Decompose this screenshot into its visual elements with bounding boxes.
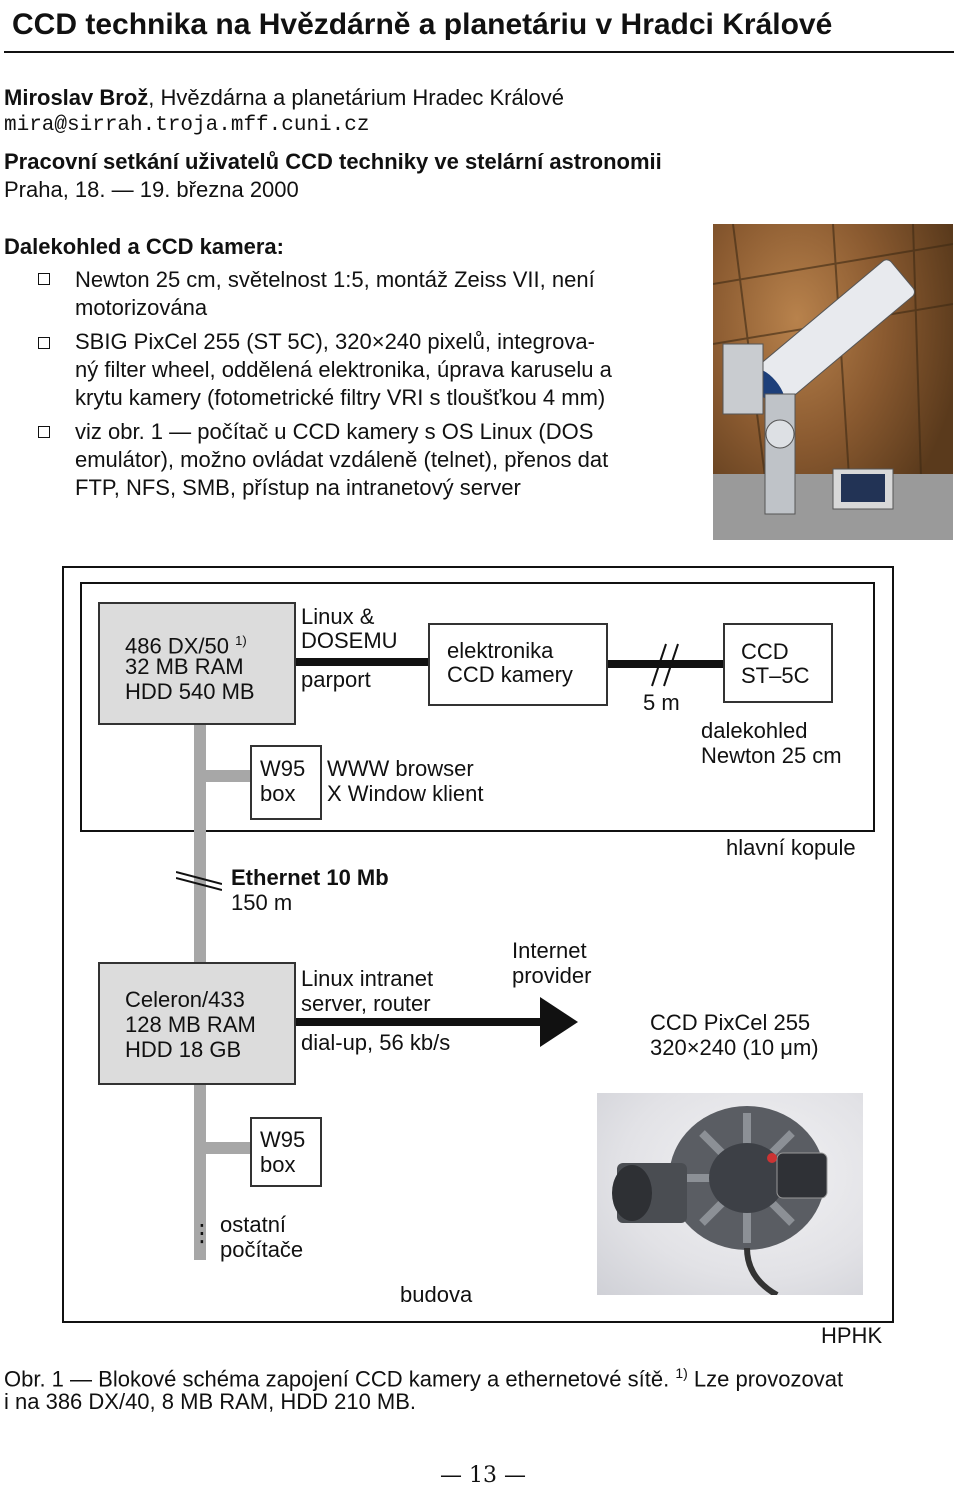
- event-title: Pracovní setkání uživatelů CCD techniky …: [4, 149, 662, 174]
- ccd-camera-photo: [597, 1093, 863, 1295]
- bullet-marker: [38, 426, 50, 438]
- author-name: Miroslav Brož: [4, 85, 149, 110]
- w95-box-2: [250, 1117, 322, 1187]
- provider-line-2: provider: [512, 963, 592, 988]
- pc-486-line-3: HDD 540 MB: [125, 679, 255, 704]
- w95-link-1: [200, 770, 252, 782]
- elektronika-line-2: CCD kamery: [447, 662, 573, 687]
- elektronika-box: [428, 623, 608, 706]
- author-line: Miroslav Brož, Hvězdárna a planetárium H…: [4, 84, 564, 111]
- www-browser-label: WWW browser: [327, 756, 474, 781]
- provider-line-1: Internet: [512, 938, 587, 963]
- ostatni-line-1: ostatní: [220, 1212, 287, 1237]
- w95-1-line-1: W95: [260, 756, 306, 781]
- hphk-label: HPHK: [821, 1323, 883, 1348]
- bullet-3-line-3: FTP, NFS, SMB, přístup na intranetový se…: [75, 475, 521, 500]
- parport-label: parport: [301, 667, 371, 692]
- dialup-line: [296, 1018, 544, 1026]
- linux-dosemu-line-2: DOSEMU: [301, 628, 398, 653]
- bullet-2-line-2: ný filter wheel, oddělená elektronika, ú…: [75, 357, 612, 382]
- x-window-label: X Window klient: [327, 781, 484, 806]
- bullet-1-line-2: motorizována: [75, 295, 208, 320]
- bullet-1-line-1: Newton 25 cm, světelnost 1:5, montáž Zei…: [75, 267, 595, 292]
- bullet-2-line-1: SBIG PixCel 255 (ST 5C), 320×240 pixelů,…: [75, 329, 595, 354]
- parport-cable: [296, 658, 430, 666]
- dalekohled-line-1: dalekohled: [701, 718, 808, 743]
- diagram-frame-budova: [62, 566, 894, 1323]
- ethernet-length-label: 150 m: [231, 890, 293, 915]
- telescope-photo: [713, 224, 953, 540]
- linux-intranet-line-1: Linux intranet: [301, 966, 434, 991]
- ccd-st5c-line-1: CCD: [741, 639, 789, 664]
- ethernet-label: Ethernet 10 Mb: [231, 865, 389, 890]
- w95-2-line-1: W95: [260, 1127, 306, 1152]
- linux-dosemu-line-1: Linux &: [301, 604, 375, 629]
- pc-486-line-2: 32 MB RAM: [125, 654, 244, 679]
- page-number: — 13 —: [440, 1463, 526, 1488]
- diagram-frame-kopule: [80, 582, 875, 832]
- pixcel-line-1: CCD PixCel 255: [650, 1010, 811, 1035]
- linux-intranet-line-2: server, router: [301, 991, 431, 1016]
- cable-break-mark: [650, 642, 684, 688]
- pixcel-line-2: 320×240 (10 μm): [650, 1035, 819, 1060]
- vertical-ellipsis: ⋮: [190, 1220, 214, 1247]
- ostatni-line-2: počítače: [220, 1237, 304, 1262]
- author-affiliation: , Hvězdárna a planetárium Hradec Králové: [148, 85, 565, 110]
- w95-box-1: [250, 745, 322, 820]
- budova-label: budova: [400, 1282, 473, 1307]
- w95-2-line-2: box: [260, 1152, 296, 1177]
- ccd-cable: [608, 660, 724, 668]
- bullet-2-line-3: krytu kamery (fotometrické filtry VRI s …: [75, 385, 606, 410]
- ccd-st5c-box: [723, 623, 833, 703]
- dialup-label: dial-up, 56 kb/s: [301, 1030, 451, 1055]
- bullet-marker: [38, 337, 50, 349]
- elektronika-line-1: elektronika: [447, 638, 554, 663]
- bullet-3-line-2: emulátor), možno ovládat vzdáleně (telne…: [75, 447, 609, 472]
- ccd-st5c-line-2: ST–5C: [741, 663, 810, 688]
- w95-1-line-2: box: [260, 781, 296, 806]
- pc-486-line-1: 486 DX/50 1): [125, 633, 247, 659]
- pc-celeron-line-1: Celeron/433: [125, 987, 245, 1012]
- dalekohled-line-2: Newton 25 cm: [701, 743, 842, 768]
- pc-celeron-line-2: 128 MB RAM: [125, 1012, 256, 1037]
- kopule-label: hlavní kopule: [726, 835, 856, 860]
- figure-caption-line-2: i na 386 DX/40, 8 MB RAM, HDD 210 MB.: [4, 1389, 417, 1414]
- figure-caption-line-1: Obr. 1 — Blokové schéma zapojení CCD kam…: [4, 1365, 844, 1392]
- cable-length-label: 5 m: [643, 690, 680, 715]
- bullet-3-line-1: viz obr. 1 — počítač u CCD kamery s OS L…: [75, 419, 594, 444]
- pc-486-box: [98, 602, 296, 725]
- pc-celeron-line-3: HDD 18 GB: [125, 1037, 242, 1062]
- title-rule: [4, 51, 954, 53]
- pc-celeron-box: [98, 962, 296, 1085]
- section-heading: Dalekohled a CCD kamera:: [4, 234, 284, 259]
- w95-link-2: [200, 1142, 252, 1154]
- bullet-marker: [38, 273, 50, 285]
- page-title: CCD technika na Hvězdárně a planetáriu v…: [12, 8, 833, 41]
- arrow-head-icon: [540, 997, 580, 1047]
- event-date: Praha, 18. — 19. března 2000: [4, 177, 299, 202]
- cable-break-mark: [175, 866, 223, 896]
- author-email: mira@sirrah.troja.mff.cuni.cz: [4, 114, 370, 137]
